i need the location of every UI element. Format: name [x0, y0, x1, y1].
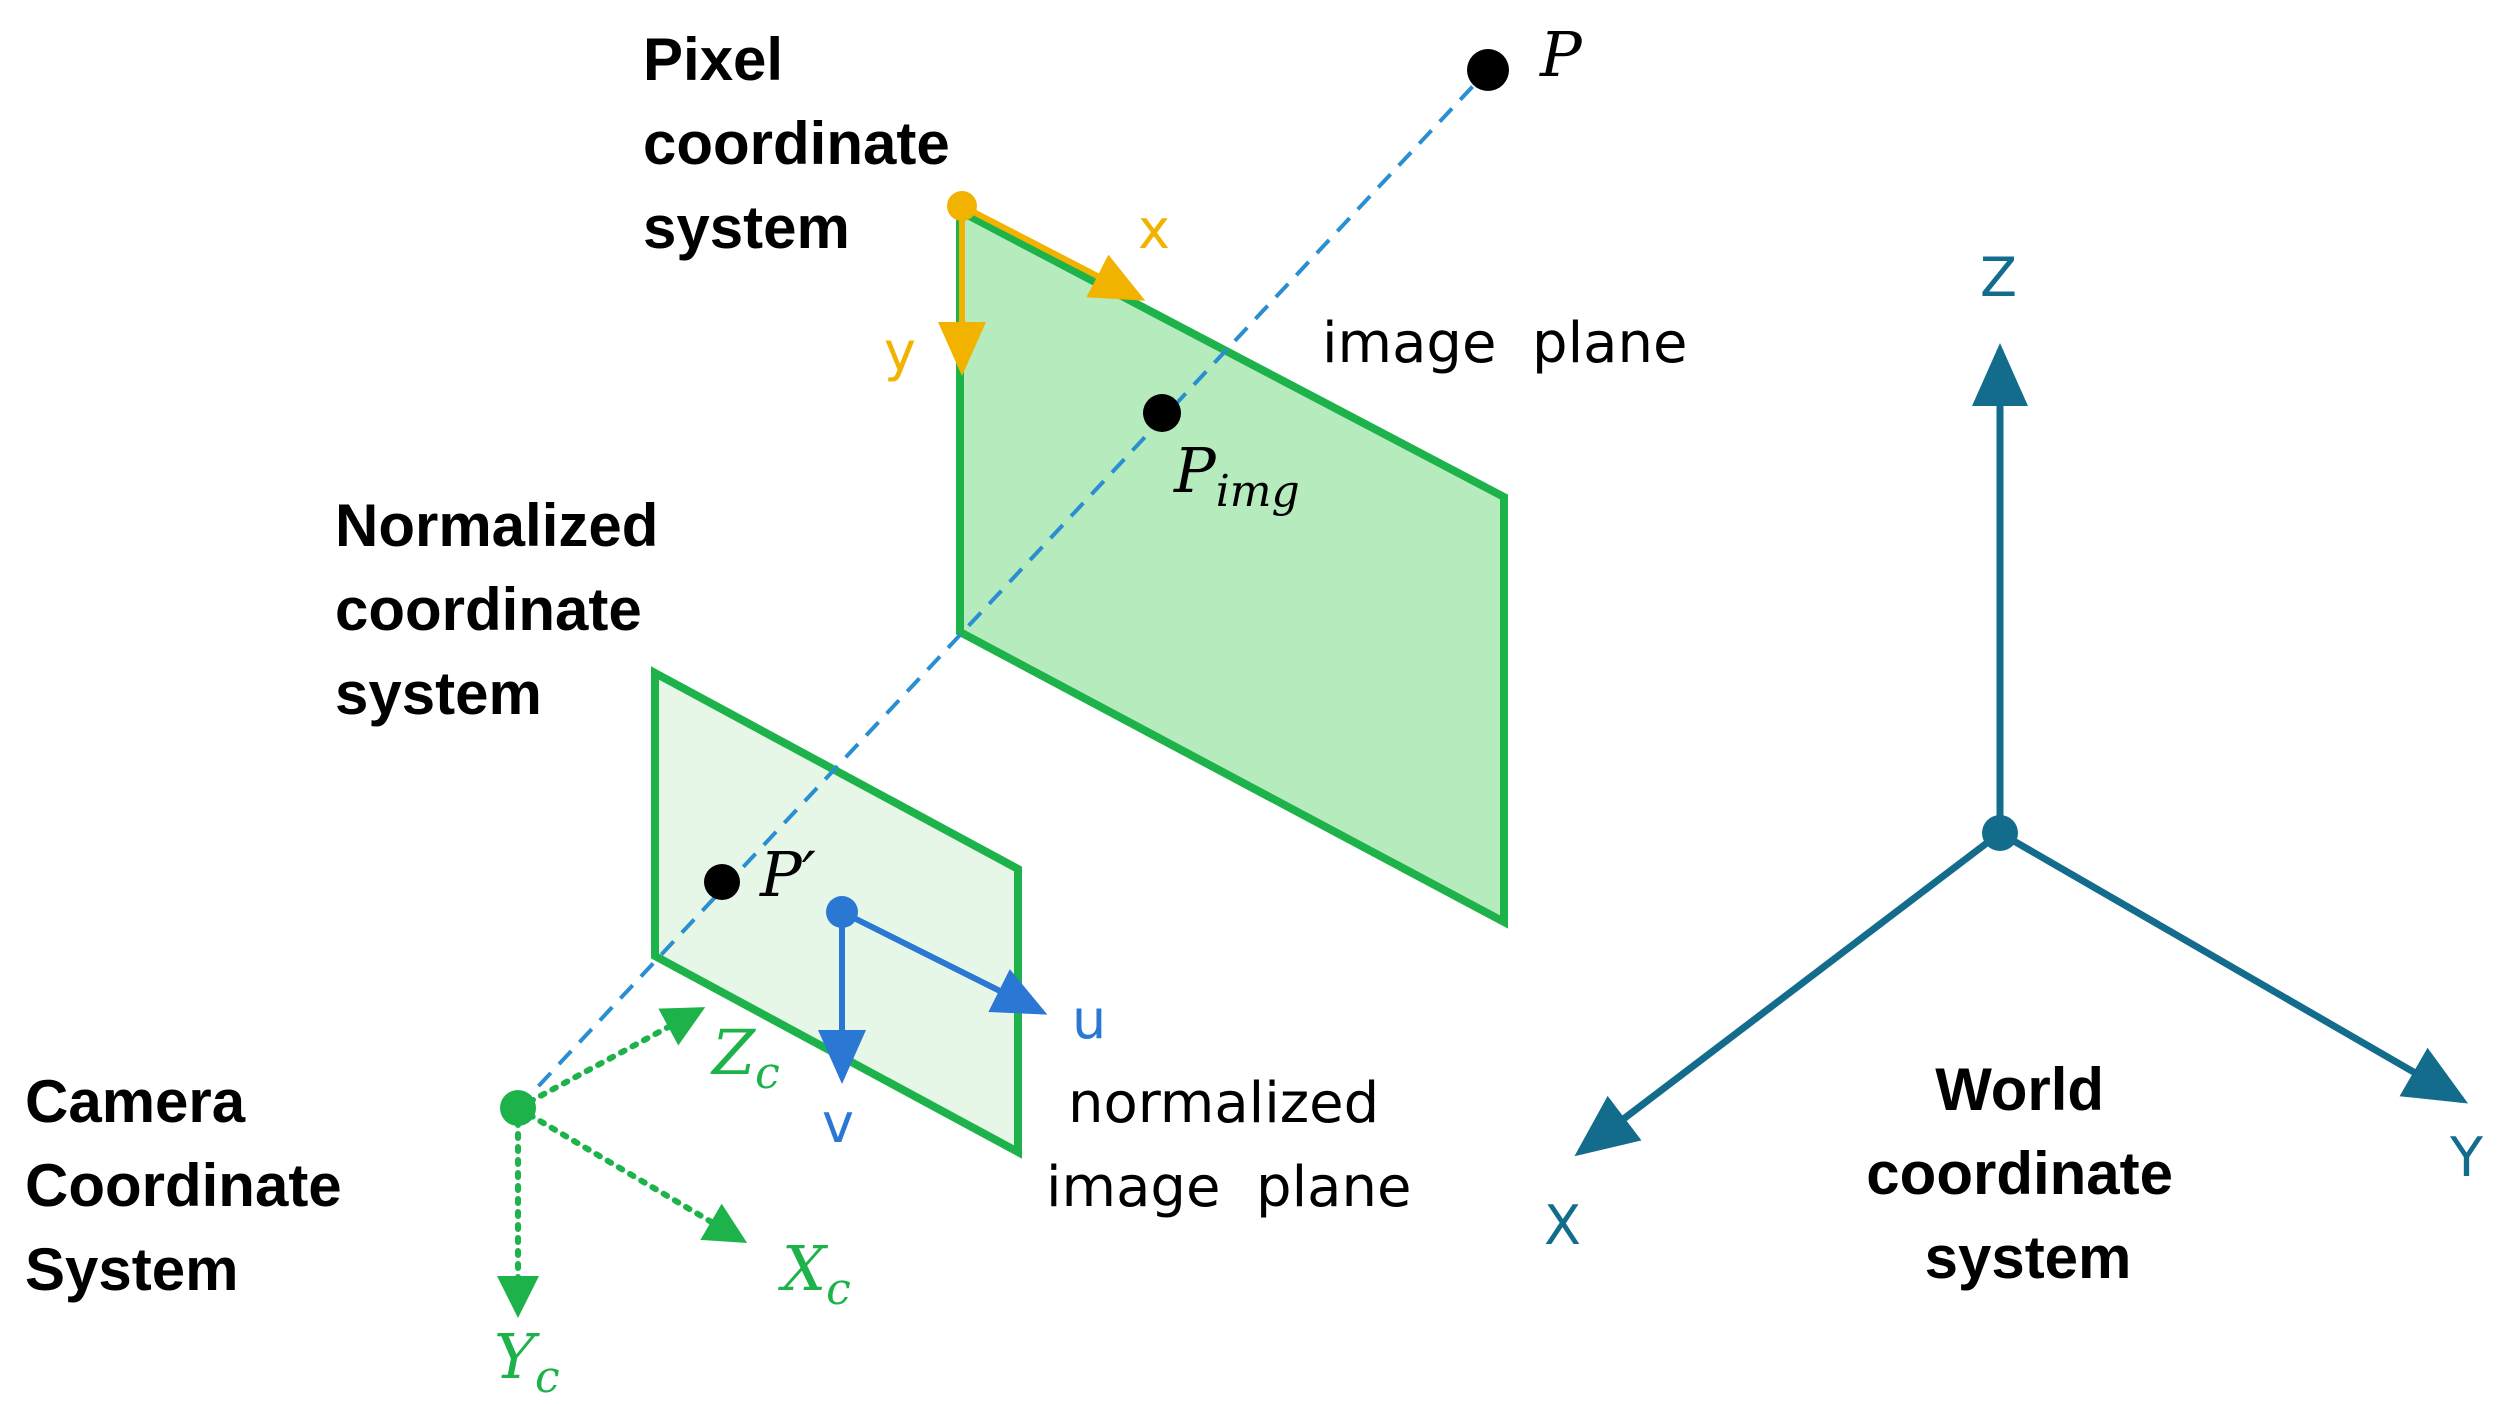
image-plane: [956, 204, 1508, 929]
camera-coordinate-system-label: Camera Coordinate System: [25, 1068, 358, 1303]
camera-x-axis-label: Xc: [778, 1232, 851, 1315]
normalized-u-axis-label: u: [1072, 988, 1106, 1051]
image-plane-label: image plane: [1322, 311, 1687, 376]
projection-ray: [516, 68, 1490, 1110]
world-y-axis-arrow: [1998, 829, 2469, 1104]
world-coordinate-system-label: World coordinate system: [1866, 1056, 2189, 1291]
camera-z-axis-label: Zc: [710, 1016, 780, 1099]
camera-y-axis-label: Yc: [494, 1320, 560, 1403]
camera-z-axis-arrow: [515, 1007, 706, 1111]
pixel-origin-dot: [947, 191, 977, 221]
world-origin-dot: [1982, 815, 2018, 851]
normalized-image-plane-label: normalized image plane: [1046, 1071, 1411, 1220]
normalized-coordinate-system-label: Normalized coordinate system: [335, 492, 675, 727]
pixel-x-axis-arrow: [960, 203, 1146, 301]
pixel-x-axis-label: x: [1138, 198, 1170, 261]
normalized-origin-dot: [826, 896, 858, 928]
point-p-label: P: [1539, 18, 1583, 91]
world-y-axis-label: Y: [2449, 1126, 2484, 1189]
pixel-y-axis-label: y: [884, 320, 916, 383]
normalized-v-axis-label: v: [822, 1092, 854, 1155]
point-p-img-dot: [1143, 394, 1181, 432]
point-p-prime-dot: [704, 864, 740, 900]
world-z-axis-label: Z: [1980, 246, 2017, 309]
normalized-u-axis-arrow: [840, 909, 1048, 1015]
point-p-img-label: Pimg: [1173, 434, 1300, 517]
world-x-axis-label: X: [1544, 1194, 1581, 1257]
pixel-coordinate-system-label: Pixel coordinate system: [643, 26, 966, 261]
world-x-axis-arrow: [1574, 830, 2003, 1157]
camera-origin-dot: [500, 1090, 536, 1126]
camera-x-axis-arrow: [515, 1105, 748, 1244]
point-p-prime-label: P′: [759, 838, 816, 911]
point-p-dot: [1467, 49, 1509, 91]
